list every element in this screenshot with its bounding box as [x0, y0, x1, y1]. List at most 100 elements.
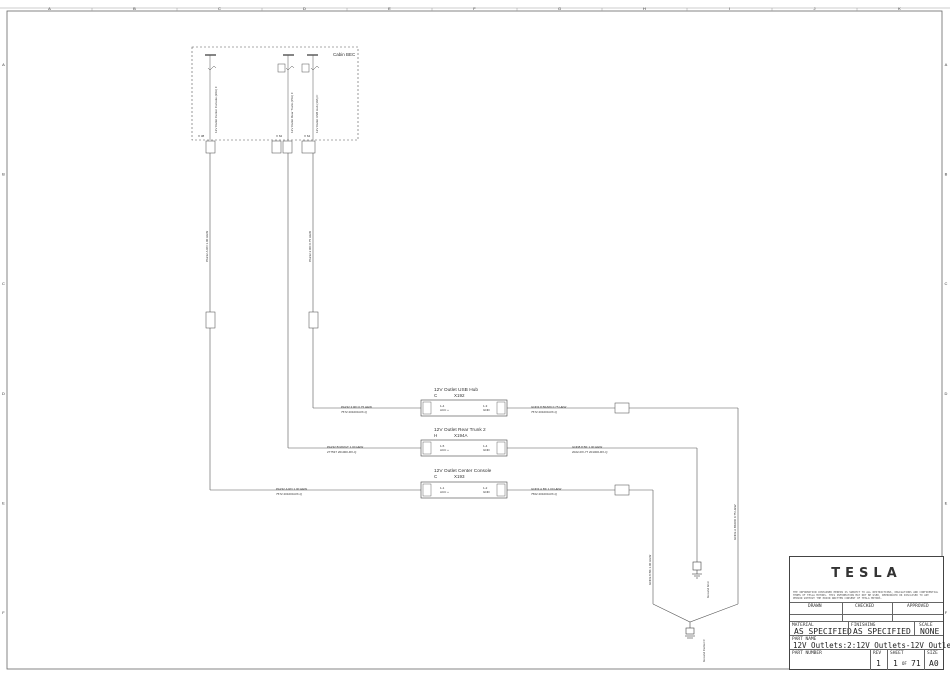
- grid-row-label: A: [945, 62, 948, 67]
- wire-label: PA232.A RD 1.00 HEW: [276, 487, 307, 491]
- fuse-label: 12V Outlet USB Hub (10A) F: [315, 94, 319, 133]
- part-name-row: PART NAME 12V Outlets:2:12V Outlets-12V …: [790, 635, 950, 650]
- grid-row-label: D: [945, 391, 948, 396]
- wire-label: 7572 201000-RX-Q: [276, 492, 303, 496]
- tesla-logo: TESLA: [831, 566, 902, 581]
- wire-label: 7572 201000-RX-Q: [531, 410, 558, 414]
- title-block: TESLA THE INFORMATION CONTAINED HEREIN I…: [789, 556, 950, 670]
- grid-column-label: K: [898, 6, 901, 11]
- inline-connectors: [205, 311, 630, 496]
- grid-column-label: F: [473, 6, 476, 11]
- grid-row-label: A: [2, 62, 5, 67]
- pin-number: 1-2: [483, 486, 488, 490]
- grid-row-label: F: [2, 610, 5, 615]
- grid-row-label: B: [945, 172, 948, 177]
- rev-label: REV: [873, 651, 882, 656]
- wire-label: PA232.A RD 1.00 HEW: [205, 231, 209, 262]
- sheet-total: 71: [911, 659, 921, 668]
- wire-label: GND3.A BK/RD 0.75 HEW: [733, 504, 737, 540]
- drawn-label: DRAWN: [808, 604, 822, 609]
- outlet-connectors: [420, 399, 508, 499]
- grid-column-label: H: [643, 6, 646, 11]
- disclaimer-text: THE INFORMATION CONTAINED HEREIN IS SUBJ…: [793, 591, 939, 601]
- fuse-symbol: [207, 66, 217, 70]
- pin-function: ACC +: [440, 448, 449, 452]
- sheet-value: 1: [893, 659, 898, 668]
- connector-id: X192: [454, 393, 465, 398]
- scale-label: SCALE: [919, 623, 933, 628]
- grid-row-label: E: [2, 501, 5, 506]
- pin-number: 1-4: [440, 404, 445, 408]
- pin-label: X 62: [276, 134, 283, 138]
- pin-function: GND: [483, 408, 491, 412]
- grid-row-label: B: [2, 172, 5, 177]
- cabin-bec-group: [191, 46, 359, 141]
- sheet-label: SHEET: [890, 651, 904, 656]
- part-number-row: PART NUMBER REV 1 SHEET 1 OF 71 SIZE A0: [790, 649, 943, 670]
- bec-pins: [205, 140, 316, 154]
- wire-label: GND3.8 BK 1.00 HEW: [648, 555, 652, 585]
- wire-label: 7562 201000-RX-Q: [531, 492, 558, 496]
- grid-row-label: C: [945, 281, 948, 286]
- pin-number: 1-5: [440, 444, 445, 448]
- pin-number: 1-1: [440, 486, 445, 490]
- pin-label: X 38: [198, 134, 205, 138]
- wire-label: PA232.3 RD 0.75 HEW: [341, 405, 372, 409]
- pin-label: X 64: [304, 134, 311, 138]
- ground-label: Ground G13: [706, 581, 710, 598]
- ground-label: Ground Center C: [702, 638, 706, 662]
- size-value: A0: [929, 659, 939, 668]
- connector-code: C: [434, 474, 438, 479]
- connector-code: H: [434, 433, 437, 438]
- grid-column-label: J: [814, 6, 816, 11]
- size-label: SIZE: [927, 651, 938, 656]
- grid-column-label: A: [48, 6, 51, 11]
- wire-label: 2022-RX-77 201000-RX-Q: [572, 450, 608, 454]
- grid-row-label: F: [945, 610, 948, 615]
- part-name-label: PART NAME: [792, 637, 817, 642]
- fuse-label: 12V Outlet Rear Trunk (15A) F: [290, 92, 294, 133]
- connector-code: C: [434, 393, 438, 398]
- grid-row-label: E: [945, 501, 948, 506]
- finishing-value: AS SPECIFIED: [853, 627, 911, 636]
- wire-label: GND3.A BK 1.00 HEW: [531, 487, 562, 491]
- sheet-of: OF: [902, 661, 907, 666]
- grid-column-label: D: [303, 6, 306, 11]
- connector-title: 12V Outlet USB Hub: [434, 387, 478, 393]
- drawing-frame: [6, 10, 943, 670]
- part-number-label: PART NUMBER: [792, 651, 822, 656]
- material-value: AS SPECIFIED: [794, 627, 852, 636]
- rev-value: 1: [876, 659, 881, 668]
- pin-function: GND: [483, 448, 491, 452]
- grid-column-label: B: [133, 6, 136, 11]
- finishing-label: FINISHING: [851, 623, 876, 628]
- scale-value: NONE: [920, 627, 940, 636]
- grid-column-label: E: [388, 6, 391, 11]
- grid-column-label: G: [558, 6, 561, 11]
- wire-label: GND8.8 BK 1.00 HEW: [572, 445, 602, 449]
- connector-title: 12V Outlet Center Console: [434, 468, 492, 474]
- connector-id: X194A: [454, 433, 468, 438]
- approval-row: DRAWN CHECKED APPROVED: [790, 602, 943, 615]
- grid-row-label: C: [2, 281, 5, 286]
- ground-symbols: [685, 561, 702, 639]
- connector-id: X193: [454, 474, 465, 479]
- grid-column-label: I: [729, 6, 730, 11]
- wires: [209, 153, 739, 623]
- pin-function: GND: [483, 490, 491, 494]
- grid-row-label: D: [2, 391, 5, 396]
- grid-row-labels: A A B B C C D D E E F F: [2, 62, 948, 615]
- pin-number: 1-4: [483, 444, 488, 448]
- pin-number: 1-3: [483, 404, 488, 408]
- connector-title: 12V Outlet Rear Trunk 2: [434, 427, 486, 433]
- grid-column-label: C: [218, 6, 221, 11]
- cabin-bec-label: Cabin BEC: [333, 52, 356, 57]
- fuse-symbol: [285, 66, 295, 70]
- material-row: MATERIAL AS SPECIFIED FINISHING AS SPECI…: [790, 621, 943, 636]
- grid-column-labels: A B C D E F G H I J K: [48, 6, 901, 11]
- wire-label: PA232.B RD/GT 1.00 HEW: [327, 445, 363, 449]
- wire-label: 277537 201000-RX-Q: [327, 450, 357, 454]
- fuse-symbol: [310, 66, 320, 70]
